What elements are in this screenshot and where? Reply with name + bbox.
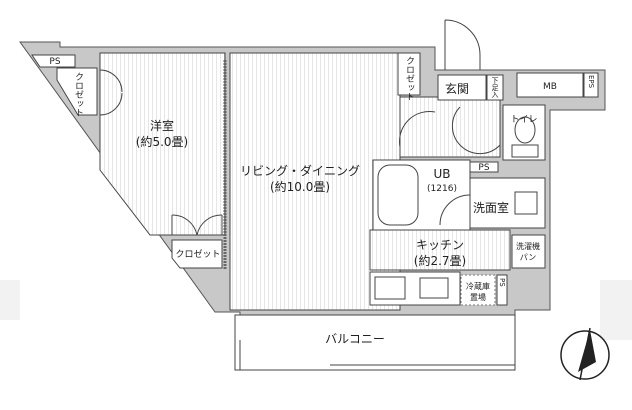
kitchen [369, 229, 511, 271]
toilet-icon [514, 116, 536, 144]
hallway [399, 96, 501, 158]
ps-kitchen [496, 274, 508, 306]
toilet-door [451, 106, 501, 155]
fridge-label-1: 冷蔵庫 [466, 281, 490, 291]
closet-door [99, 69, 123, 116]
closet-door [171, 214, 223, 236]
entrance-label: 玄関 [445, 81, 469, 96]
closet-bottom-label: クロゼット [175, 248, 220, 260]
ps-bath-label: PS [478, 163, 489, 173]
balcony [234, 314, 516, 371]
unit-bath-size: (1216) [427, 184, 457, 194]
closet-top-right [397, 52, 421, 96]
eps-label: EPS [587, 75, 595, 89]
fridge-space [460, 274, 496, 306]
washroom-label: 洗面室 [473, 200, 509, 215]
washer-pan-label-2: パン [520, 253, 536, 262]
shoe-storage-label: 下足入 [491, 77, 499, 98]
closet-top-right-label: クロゼット [404, 56, 415, 101]
mb-label: MB [543, 82, 557, 92]
sink [374, 276, 406, 300]
shoe-storage [486, 74, 504, 101]
background-band [600, 280, 632, 340]
western-room-size: (約5.0畳) [136, 134, 188, 149]
balcony-label: バルコニー [325, 332, 385, 346]
fridge-label-2: 置場 [470, 292, 486, 302]
background-band [0, 280, 20, 320]
toilet-tank [511, 144, 539, 158]
toilet-label: トイレ [510, 115, 537, 125]
entrance [437, 74, 487, 101]
kitchen-size: (約2.7畳) [414, 253, 466, 268]
bath-door [439, 194, 471, 226]
kitchen-label: キッチン [416, 238, 464, 252]
ps-top-left [31, 54, 76, 68]
front-door [444, 19, 481, 70]
mb [516, 72, 584, 98]
washbasin [514, 191, 538, 215]
ps-top-left-label: PS [49, 57, 60, 67]
washer-pan [511, 234, 546, 269]
living-dining-label: リビング・ダイニング [240, 163, 360, 178]
washer-pan-label-1: 洗濯機 [516, 241, 540, 251]
closet-left [56, 67, 98, 116]
ldk-door [399, 111, 436, 148]
ps-kitchen-label: PS [498, 278, 506, 287]
western-room [99, 52, 226, 236]
bathtub [377, 164, 419, 226]
western-room-label: 洋室 [150, 118, 174, 133]
north-arrow-icon [560, 327, 610, 381]
closet-bottom [171, 239, 223, 269]
living-dining-size: (約10.0畳) [270, 179, 330, 194]
closet-left-label: クロゼット [73, 72, 84, 117]
stove-icon [419, 277, 449, 299]
ps-bath [469, 161, 499, 173]
eps [583, 72, 599, 98]
unit-bath-label: UB [433, 167, 450, 181]
